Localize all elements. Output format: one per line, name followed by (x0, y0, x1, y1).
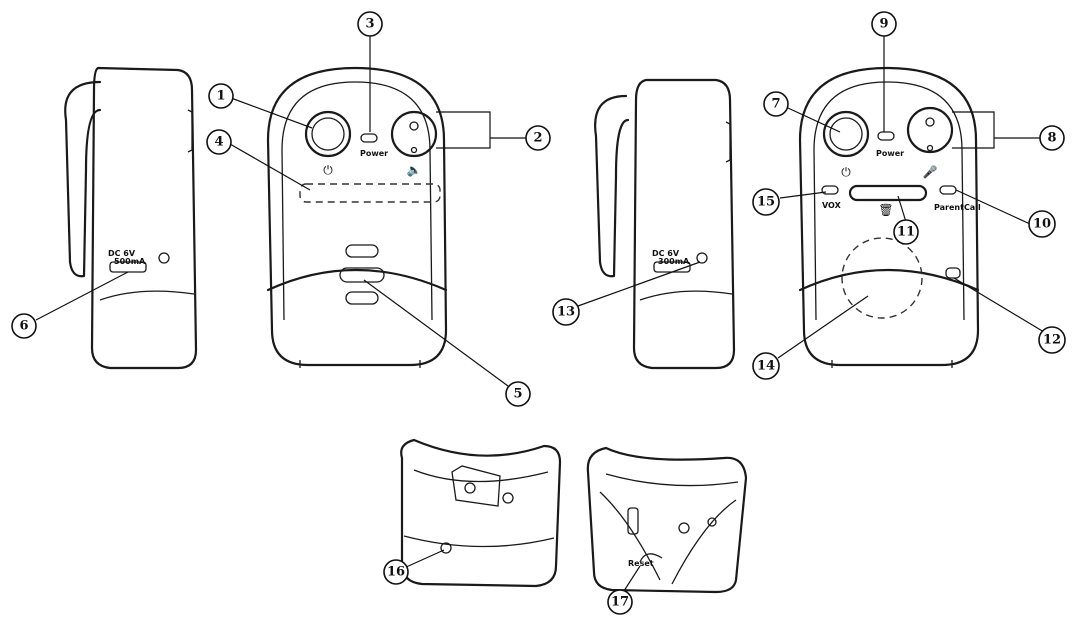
parent-unit-side-view: DC 6V 500mA (64, 66, 198, 370)
svg-text:10: 10 (1033, 217, 1051, 232)
dc-voltage-label: DC 6V (652, 249, 680, 258)
callout-14: 14 (752, 352, 780, 380)
microphone-icon: 🎤 (923, 164, 938, 179)
parent-unit-front-view: Power ⏻ 🔈 (266, 66, 448, 368)
svg-text:15: 15 (757, 195, 775, 210)
svg-text:3: 3 (365, 17, 374, 32)
svg-text:4: 4 (214, 135, 223, 150)
callout-2: 2 (525, 125, 551, 151)
leader-lines (35, 36, 1045, 595)
baby-unit-side-view: DC 6V 300mA (594, 78, 736, 370)
svg-text:17: 17 (611, 595, 629, 610)
vox-label: VOX (822, 201, 842, 210)
callout-16: 16 (383, 559, 409, 585)
svg-text:13: 13 (557, 305, 575, 320)
callout-11: 11 (893, 219, 919, 245)
callout-7: 7 (763, 91, 789, 117)
callout-3: 3 (357, 11, 383, 37)
svg-text:1: 1 (216, 89, 225, 104)
callout-17: 17 (607, 589, 633, 615)
svg-text:6: 6 (19, 319, 28, 334)
svg-text:9: 9 (879, 17, 888, 32)
svg-text:2: 2 (533, 131, 542, 146)
speaker-icon: 🔈 (407, 163, 422, 177)
dc-current-label: 500mA (114, 257, 146, 266)
callout-13: 13 (552, 298, 580, 326)
callout-15: 15 (752, 188, 780, 216)
dc-voltage-label: DC 6V (108, 249, 136, 258)
svg-text:11: 11 (897, 225, 915, 240)
callout-5: 5 (505, 381, 531, 407)
reset-label: Reset (628, 559, 654, 568)
callout-10: 10 (1028, 210, 1056, 238)
callouts: 1 2 3 4 5 6 7 8 9 10 11 12 13 14 15 16 1… (11, 11, 1066, 615)
trash-icon: 🗑 (878, 203, 893, 217)
svg-text:7: 7 (771, 97, 780, 112)
callout-6: 6 (11, 313, 37, 339)
callout-4: 4 (206, 129, 232, 155)
svg-text:8: 8 (1047, 131, 1056, 146)
callout-9: 9 (871, 11, 897, 37)
svg-text:5: 5 (513, 387, 522, 402)
charging-cradle-front (400, 438, 562, 588)
power-led-label: Power (876, 149, 904, 158)
baby-unit-front-view: Power ⏻ 🎤 VOX 🗑 ParentCall (798, 66, 981, 368)
callout-1: 1 (208, 83, 234, 109)
callout-12: 12 (1038, 326, 1066, 354)
power-symbol-icon: ⏻ (323, 163, 333, 177)
dc-current-label: 300mA (658, 257, 690, 266)
svg-text:16: 16 (387, 565, 405, 580)
power-led-label: Power (360, 149, 388, 158)
charging-cradle-back: Reset (586, 446, 748, 594)
power-symbol-icon: ⏻ (841, 165, 851, 179)
parent-call-label: ParentCall (934, 203, 981, 212)
svg-text:14: 14 (757, 359, 775, 374)
svg-text:12: 12 (1043, 333, 1061, 348)
callout-8: 8 (1039, 125, 1065, 151)
